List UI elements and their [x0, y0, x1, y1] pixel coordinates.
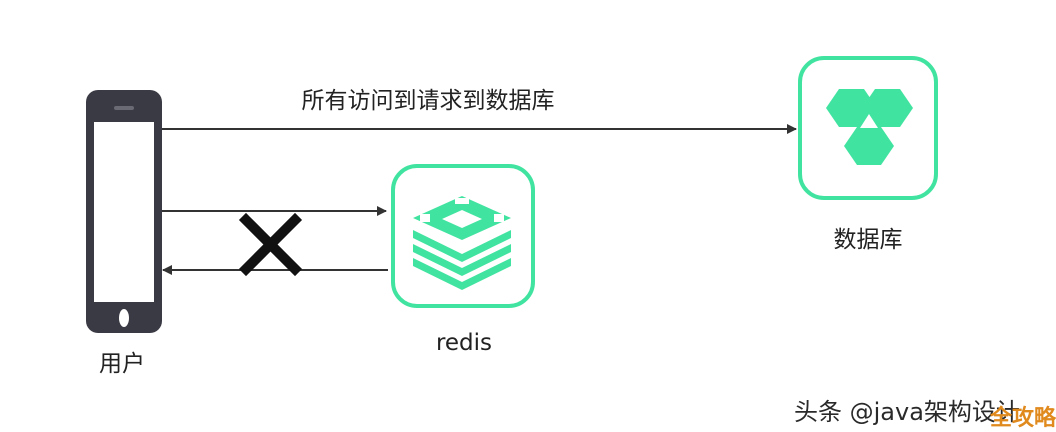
redis-node: [391, 164, 535, 308]
database-node: [798, 56, 938, 200]
redis-label: redis: [436, 330, 492, 356]
watermark-source: 头条 @java架构设计: [794, 398, 1020, 426]
watermark-site: 全攻略: [990, 406, 1056, 431]
phone-icon: [86, 90, 162, 333]
database-label: 数据库: [834, 227, 903, 253]
user-label: 用户: [99, 351, 145, 377]
cross-mark-icon: [238, 212, 303, 277]
top-arrow-label: 所有访问到请求到数据库: [302, 88, 555, 114]
redis-stack-icon: [413, 196, 511, 290]
hexagon-cluster-icon: [826, 89, 913, 165]
